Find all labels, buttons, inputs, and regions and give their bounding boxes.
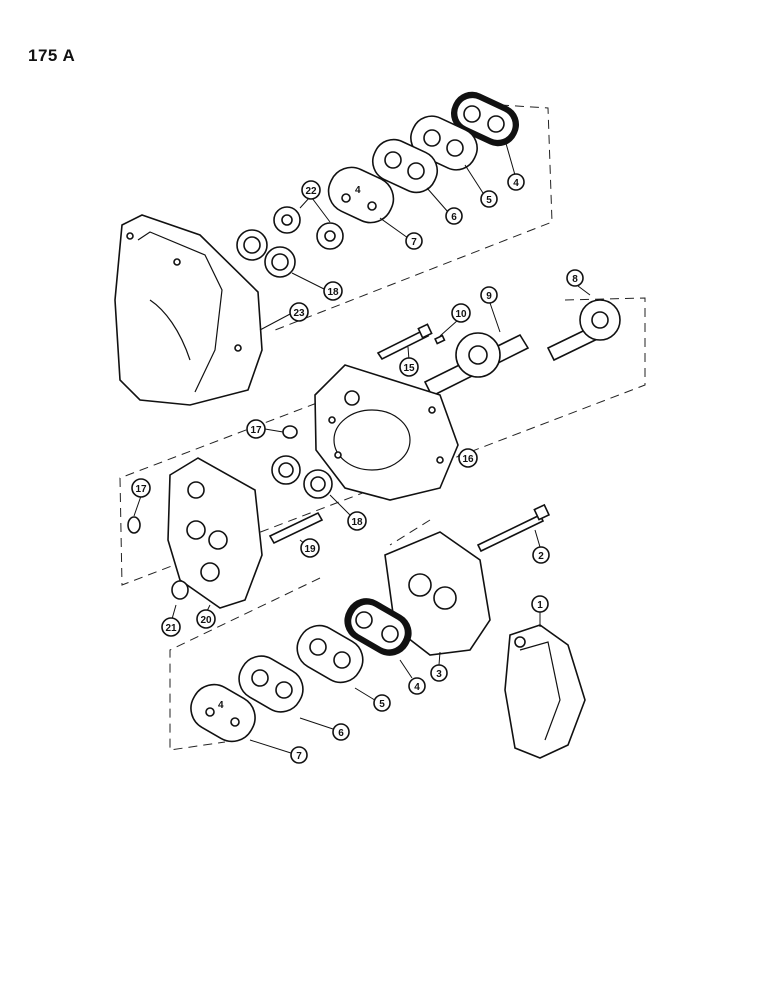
callout-16: 16: [458, 448, 478, 468]
gears-22: [273, 206, 344, 250]
svg-text:17: 17: [250, 425, 262, 436]
svg-text:6: 6: [451, 212, 457, 223]
callout-4b: 4: [408, 677, 426, 695]
callout-17a: 17: [246, 419, 266, 439]
callout-9: 9: [480, 286, 498, 304]
callout-18a: 18: [323, 281, 343, 301]
page-label: 175 A: [28, 46, 76, 65]
svg-text:22: 22: [305, 186, 317, 197]
svg-text:8: 8: [572, 274, 578, 285]
callout-2: 2: [532, 546, 550, 564]
svg-text:19: 19: [304, 544, 316, 555]
backup-plate-7-lower: 4: [190, 683, 256, 743]
svg-text:6: 6: [338, 728, 344, 739]
o-ring-17-mid: [282, 425, 298, 439]
group-outline-lower: [169, 519, 431, 751]
svg-text:18: 18: [327, 287, 339, 298]
callout-23: 23: [289, 302, 309, 322]
svg-text:5: 5: [486, 195, 492, 206]
callout-15: 15: [399, 357, 419, 377]
svg-text:21: 21: [165, 623, 177, 634]
svg-text:9: 9: [486, 291, 492, 302]
callout-1: 1: [531, 595, 549, 613]
callout-20: 20: [196, 609, 216, 629]
gasket-6-upper: [371, 138, 439, 194]
svg-text:18: 18: [351, 517, 363, 528]
callout-5a: 5: [480, 190, 498, 208]
svg-text:17: 17: [135, 484, 147, 495]
svg-text:4: 4: [414, 682, 420, 693]
callout-3: 3: [430, 664, 448, 682]
dowel-pin-19: [268, 511, 324, 545]
callout-8: 8: [566, 269, 584, 287]
group-outline-middle: [119, 297, 646, 586]
callout-21: 21: [161, 617, 181, 637]
callout-19: 19: [300, 538, 320, 558]
gear-housing-16: [314, 364, 459, 501]
o-ring-21: [171, 580, 189, 600]
callout-10: 10: [451, 303, 471, 323]
o-ring-17-left: [127, 516, 141, 534]
seal-plate-4-lower: [344, 598, 412, 656]
wear-plate-5-lower: [296, 624, 364, 684]
svg-text:7: 7: [411, 237, 417, 248]
housing-plate-3: [384, 531, 491, 656]
svg-text:5: 5: [379, 699, 385, 710]
svg-text:7: 7: [296, 751, 302, 762]
group-outline-upper: [269, 104, 553, 333]
backup-plate-7-upper: 4: [327, 166, 395, 224]
plate-marking-lower: 4: [218, 700, 224, 711]
svg-text:10: 10: [455, 309, 467, 320]
svg-text:3: 3: [436, 669, 442, 680]
seal-18-middle: [271, 455, 333, 499]
plate-marking-upper: 4: [355, 185, 361, 196]
callout-18b: 18: [347, 511, 367, 531]
callout-7b: 7: [290, 746, 308, 764]
svg-text:23: 23: [293, 308, 305, 319]
svg-text:4: 4: [513, 178, 519, 189]
drive-gear-shaft-9: [423, 332, 530, 398]
pump-body-20: [167, 457, 263, 609]
callout-6a: 6: [445, 207, 463, 225]
cover-housing-23: [114, 214, 263, 406]
svg-text:15: 15: [403, 363, 415, 374]
through-bolt-2: [476, 503, 551, 553]
svg-text:1: 1: [537, 600, 543, 611]
leader-lines: [133, 139, 591, 755]
pump-assembly-1: [504, 624, 586, 759]
callout-22: 22: [301, 180, 321, 200]
callout-4a: 4: [507, 173, 525, 191]
bolt-15: [376, 323, 433, 361]
callout-17b: 17: [131, 478, 151, 498]
svg-text:2: 2: [538, 551, 544, 562]
callout-7a: 7: [405, 232, 423, 250]
key-10: [434, 334, 446, 345]
callout-5b: 5: [373, 694, 391, 712]
svg-text:20: 20: [200, 615, 212, 626]
svg-text:16: 16: [462, 454, 474, 465]
driven-gear-8: [546, 299, 621, 362]
seal-18-upper: [236, 229, 296, 278]
callout-6b: 6: [332, 723, 350, 741]
gasket-6-lower: [238, 655, 304, 713]
